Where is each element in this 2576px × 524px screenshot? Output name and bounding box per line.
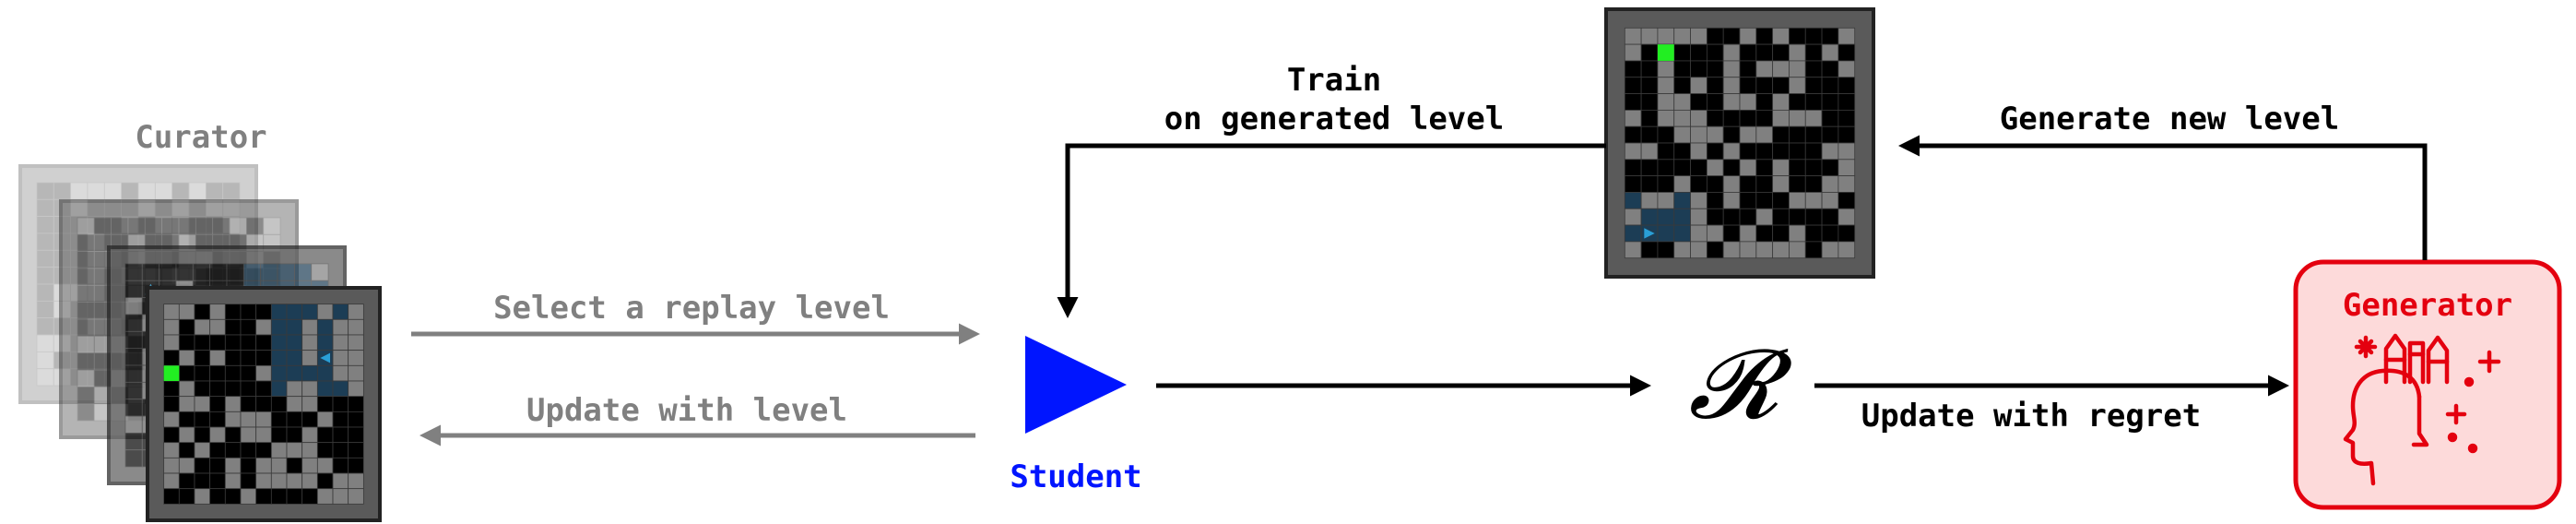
agent-marker <box>320 352 331 363</box>
generate-new-level-label: Generate new level <box>2000 101 2339 137</box>
student-label: Student <box>1010 458 1141 495</box>
select-replay-label: Select a replay level <box>493 290 890 327</box>
curator-level-stack <box>18 164 382 522</box>
goal-cell <box>1657 44 1674 61</box>
generator-box <box>2293 259 2562 510</box>
regret-symbol: 𝓡 <box>1688 328 1793 440</box>
sparkle-icon-left <box>2354 335 2378 359</box>
generator-label: Generator <box>2343 287 2512 324</box>
goal-cell <box>163 365 180 381</box>
generated-level-maze <box>1604 7 1875 279</box>
student-triangle-icon <box>1025 336 1127 434</box>
curator-label: Curator <box>135 119 266 156</box>
generator-to-level-arrow <box>1898 135 2428 260</box>
generator-head-with-tools-icon <box>2343 333 2501 486</box>
sparkle-icon-lower <box>2445 403 2467 425</box>
agent-marker <box>1644 228 1655 239</box>
sparkle-icon-right <box>2477 350 2501 374</box>
train-on-generated-arrow <box>1057 143 1606 318</box>
train-label-line1: Train <box>1287 62 1381 99</box>
train-label-line2: on generated level <box>1164 101 1504 137</box>
update-with-regret-label: Update with regret <box>1861 398 2201 435</box>
update-with-level-label: Update with level <box>526 392 847 429</box>
